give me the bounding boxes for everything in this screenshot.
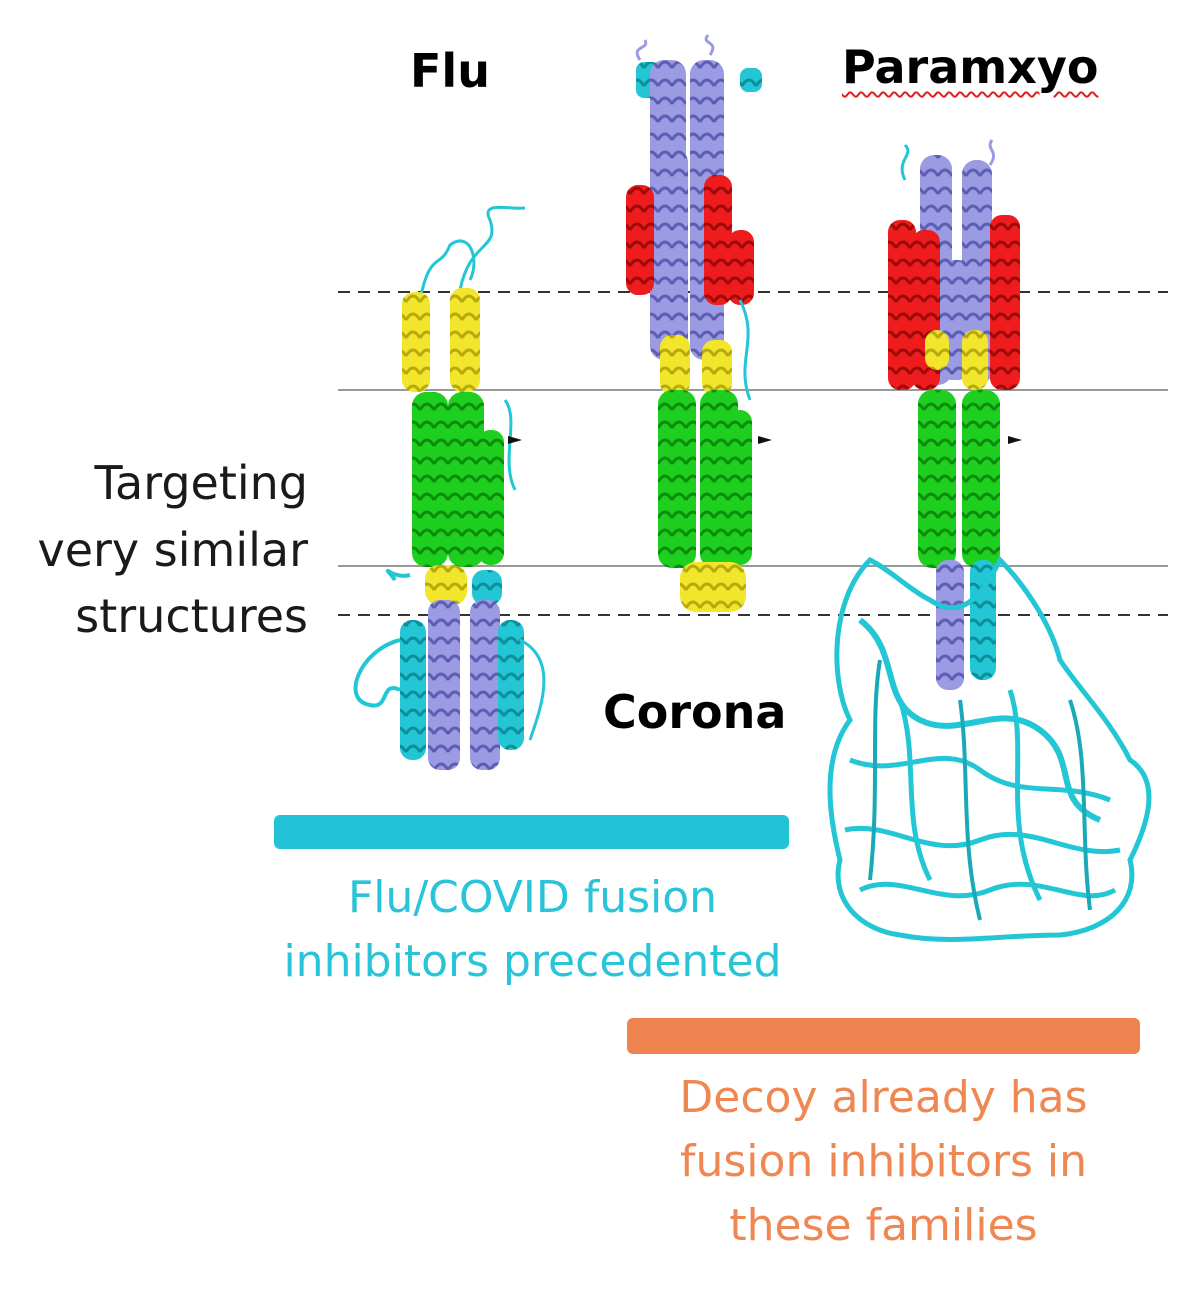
decoy-caption-line-1: Decoy already has (679, 1072, 1088, 1123)
paramyxo-label-text: Paramxyo (842, 40, 1099, 94)
decoy-caption-line-3: these families (729, 1199, 1038, 1251)
flu-label: Flu (410, 44, 490, 98)
flu-covid-caption-line-1: Flu/COVID fusion (347, 872, 718, 923)
decoy-caption-line-2: fusion inhibitors in (680, 1135, 1087, 1187)
targeting-line-1: Targeting (94, 456, 308, 510)
corona-structure (626, 34, 772, 612)
targeting-line-2: very similar (37, 522, 309, 577)
targeting-line-3: structures (75, 589, 308, 644)
flu-covid-caption-line-2: inhibitors precedented (283, 935, 782, 987)
corona-label: Corona (603, 685, 787, 739)
decoy-bar (627, 1018, 1140, 1054)
flu-structure (353, 205, 546, 770)
flu-covid-caption: Flu/COVID fusion inhibitors precedented (240, 866, 825, 994)
paramyxo-label: Paramxyo (842, 40, 1098, 94)
targeting-label: Targeting very similar structures (10, 450, 309, 650)
flu-covid-bar (274, 815, 789, 849)
paramyxo-structure (827, 139, 1152, 942)
decoy-caption: Decoy already has fusion inhibitors in t… (620, 1066, 1147, 1257)
